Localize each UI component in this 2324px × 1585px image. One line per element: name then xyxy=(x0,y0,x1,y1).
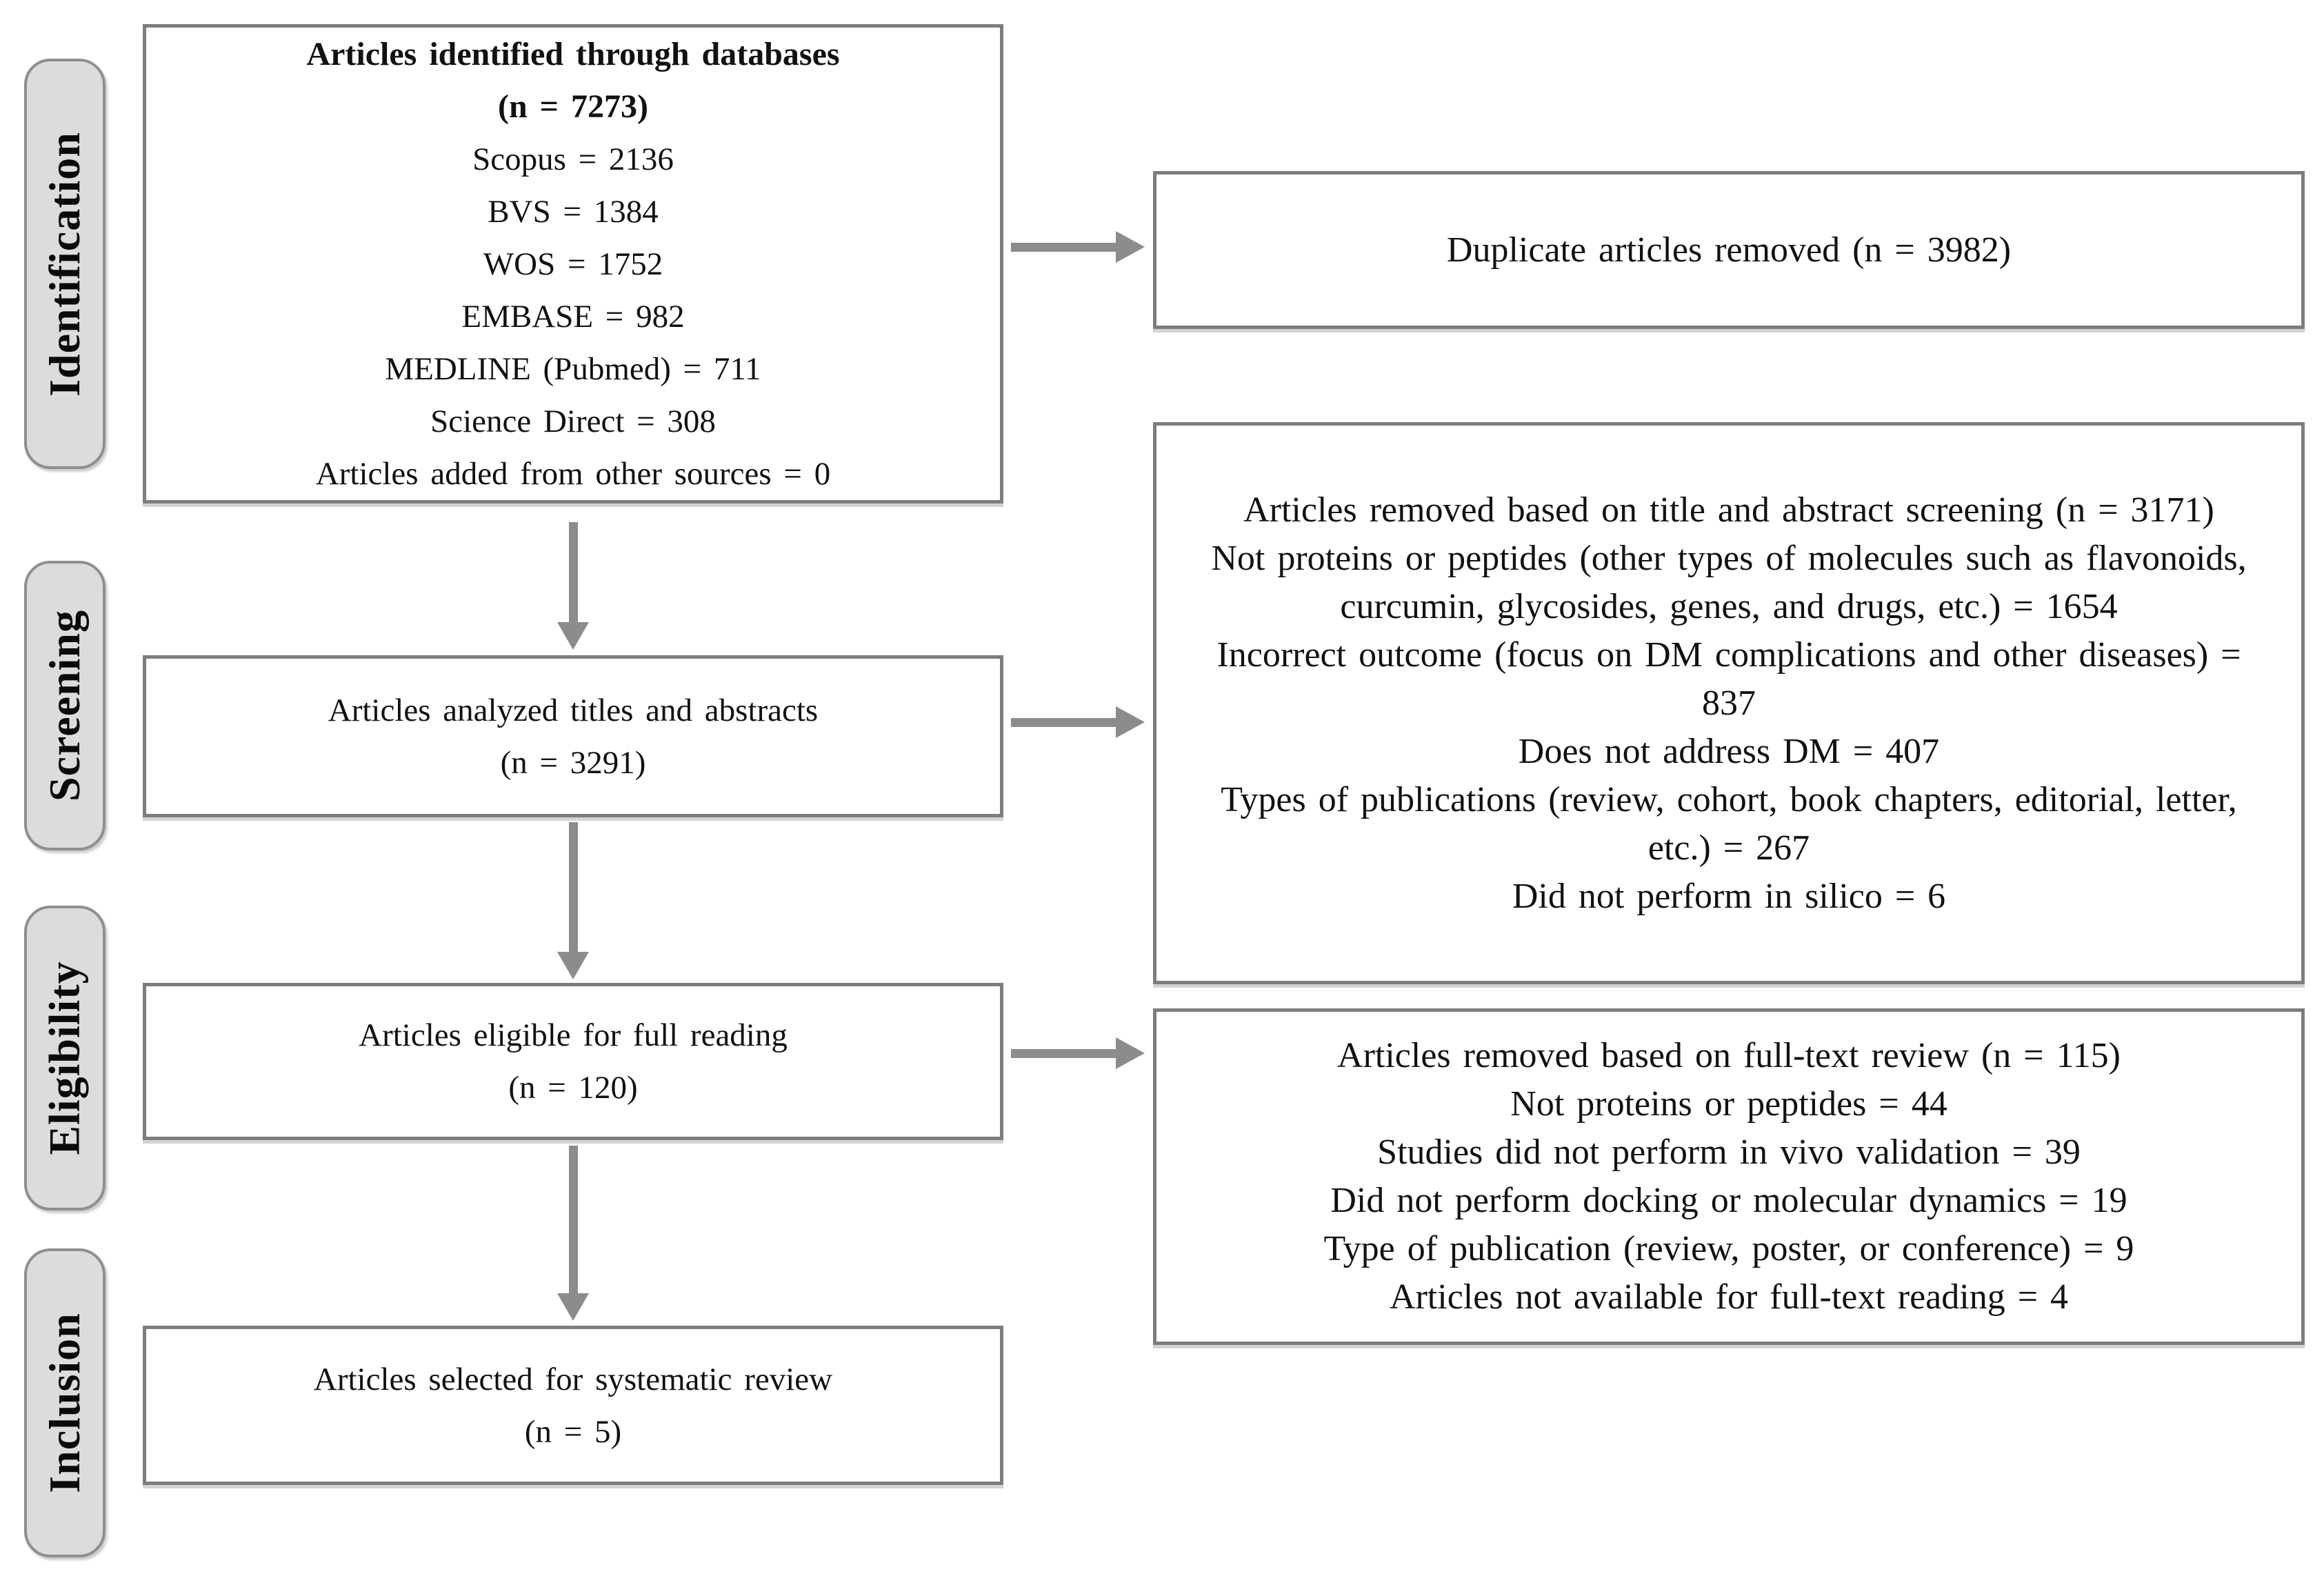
stage-label-identification: Identification xyxy=(24,59,106,469)
box-text: Duplicate articles removed (n = 3982) xyxy=(1446,230,2012,270)
stage-label-screening: Screening xyxy=(24,561,106,850)
exclusion-item: Incorrect outcome (focus on DM complicat… xyxy=(1216,635,2241,723)
box-count: (n = 3291) xyxy=(500,744,646,781)
source-count: Scopus = 2136 xyxy=(472,141,674,177)
box-title: Articles eligible for full reading xyxy=(359,1017,788,1053)
stage-label-inclusion: Inclusion xyxy=(24,1248,106,1557)
box-articles-eligible: Articles eligible for full reading (n = … xyxy=(143,983,1003,1140)
source-count: EMBASE = 982 xyxy=(461,298,685,335)
source-count: MEDLINE (Pubmed) = 711 xyxy=(385,350,761,387)
stage-label-text: Inclusion xyxy=(40,1313,89,1493)
exclusion-item: Did not perform in silico = 6 xyxy=(1512,876,1946,916)
box-fulltext-exclusions: Articles removed based on full-text revi… xyxy=(1153,1008,2305,1345)
source-count: Science Direct = 308 xyxy=(430,403,716,439)
exclusion-item: Studies did not perform in vivo validati… xyxy=(1377,1133,2081,1172)
exclusion-title: Articles removed based on title and abst… xyxy=(1243,490,2214,530)
stage-label-text: Identification xyxy=(40,131,89,397)
box-title-abstract-exclusions: Articles removed based on title and abst… xyxy=(1153,422,2305,984)
source-count: Articles added from other sources = 0 xyxy=(315,455,831,492)
exclusion-title: Articles removed based on full-text revi… xyxy=(1337,1036,2121,1075)
box-title: Articles analyzed titles and abstracts xyxy=(328,692,819,728)
source-count: BVS = 1384 xyxy=(488,193,659,230)
exclusion-item: Not proteins or peptides (other types of… xyxy=(1211,538,2247,626)
source-count: WOS = 1752 xyxy=(483,246,663,282)
box-duplicates-removed: Duplicate articles removed (n = 3982) xyxy=(1153,171,2305,329)
stage-label-text: Eligibility xyxy=(40,961,89,1155)
exclusion-item: Not proteins or peptides = 44 xyxy=(1510,1084,1947,1124)
exclusion-item: Does not address DM = 407 xyxy=(1518,731,1940,771)
box-count: (n = 7273) xyxy=(497,88,648,125)
box-count: (n = 120) xyxy=(508,1070,638,1106)
exclusion-item: Types of publications (review, cohort, b… xyxy=(1221,779,2237,868)
box-articles-identified: Articles identified through databases (n… xyxy=(143,24,1003,504)
box-title: Articles identified through databases xyxy=(306,35,840,72)
box-title: Articles selected for systematic review xyxy=(313,1361,833,1397)
stage-label-text: Screening xyxy=(40,609,89,802)
exclusion-item: Articles not available for full-text rea… xyxy=(1389,1277,2069,1317)
box-count: (n = 5) xyxy=(524,1413,622,1450)
exclusion-item: Did not perform docking or molecular dyn… xyxy=(1330,1181,2127,1220)
box-articles-analyzed: Articles analyzed titles and abstracts (… xyxy=(143,655,1003,817)
stage-label-eligibility: Eligibility xyxy=(24,906,106,1210)
box-articles-included: Articles selected for systematic review … xyxy=(143,1326,1003,1485)
exclusion-item: Type of publication (review, poster, or … xyxy=(1323,1229,2134,1268)
